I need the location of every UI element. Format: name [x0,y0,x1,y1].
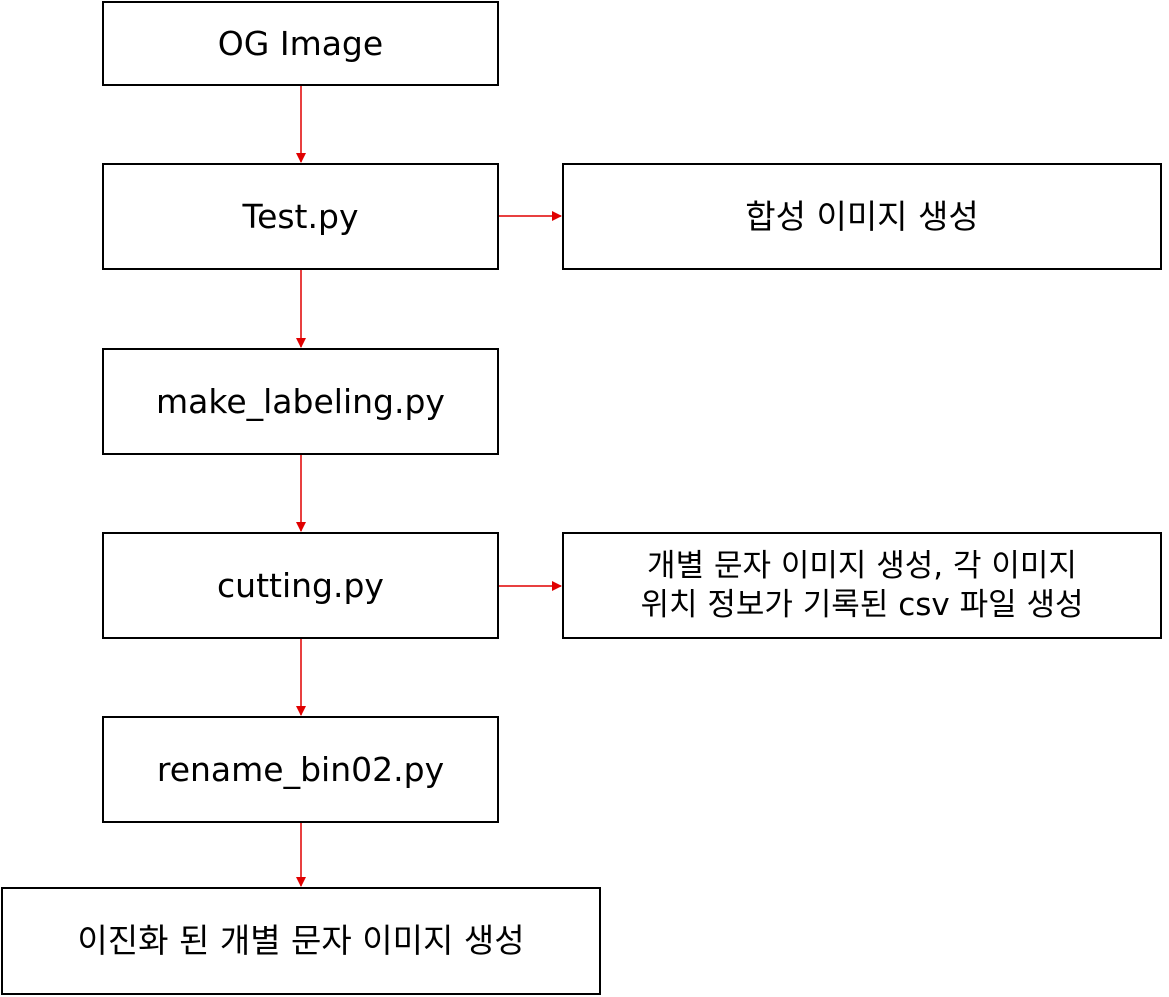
node-make-labeling: make_labeling.py [102,348,499,455]
node-synth-image-label: 합성 이미지 생성 [745,196,979,236]
node-og-image: OG Image [102,1,499,86]
node-og-image-label: OG Image [217,23,384,63]
node-binarized-images: 이진화 된 개별 문자 이미지 생성 [1,887,601,995]
node-cutting-label: cutting.py [217,565,384,605]
node-rename-bin: rename_bin02.py [102,716,499,823]
node-char-images-csv: 개별 문자 이미지 생성, 각 이미지 위치 정보가 기록된 csv 파일 생성 [562,532,1162,639]
node-synth-image: 합성 이미지 생성 [562,163,1162,270]
node-test-py-label: Test.py [242,196,359,236]
node-test-py: Test.py [102,163,499,270]
node-char-images-csv-label: 개별 문자 이미지 생성, 각 이미지 위치 정보가 기록된 csv 파일 생성 [640,547,1084,623]
node-make-labeling-label: make_labeling.py [156,381,445,421]
node-binarized-images-label: 이진화 된 개별 문자 이미지 생성 [77,921,525,961]
node-cutting: cutting.py [102,532,499,639]
node-rename-bin-label: rename_bin02.py [156,749,445,789]
